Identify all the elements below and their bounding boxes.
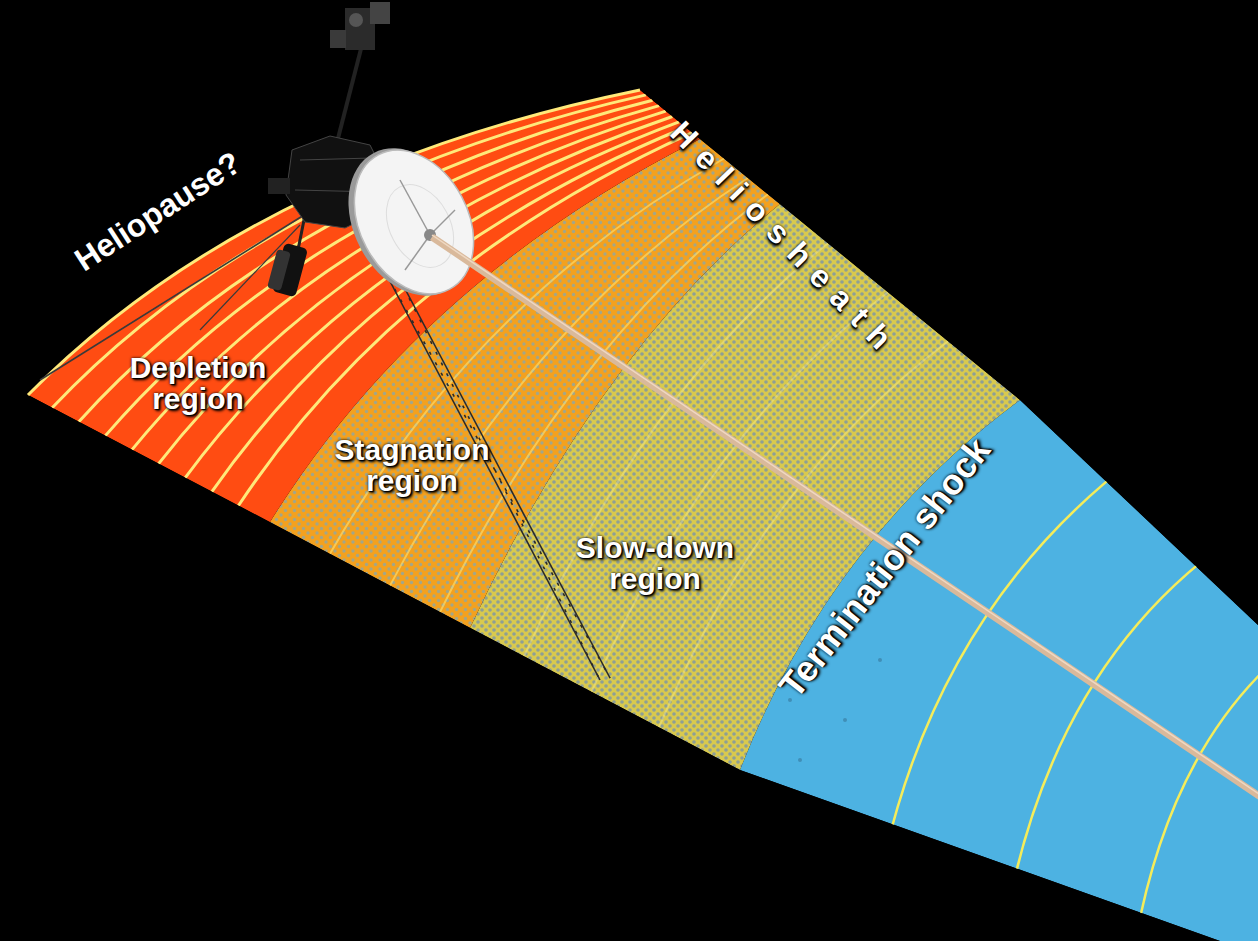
scan-platform bbox=[330, 2, 390, 150]
high-gain-antenna bbox=[324, 127, 497, 317]
field-line bbox=[239, 133, 693, 506]
region-label-holder: Slow-down region bbox=[548, 532, 763, 595]
heliopause-edge bbox=[28, 90, 640, 395]
depletion-band bbox=[28, 90, 700, 522]
field-line bbox=[79, 100, 653, 421]
field-line bbox=[1010, 540, 1230, 899]
region-label-holder: Stagnation region bbox=[305, 434, 520, 497]
region-label: Depletion region bbox=[103, 352, 293, 415]
rtg-boom bbox=[267, 215, 308, 297]
regions bbox=[28, 90, 1258, 941]
region-label: Stagnation region bbox=[305, 434, 520, 497]
field-line bbox=[440, 194, 768, 612]
region-label-holder: Depletion region bbox=[103, 352, 293, 415]
region-label: Slow-down region bbox=[548, 532, 763, 595]
field-lines bbox=[52, 95, 1258, 941]
field-line bbox=[524, 243, 828, 656]
